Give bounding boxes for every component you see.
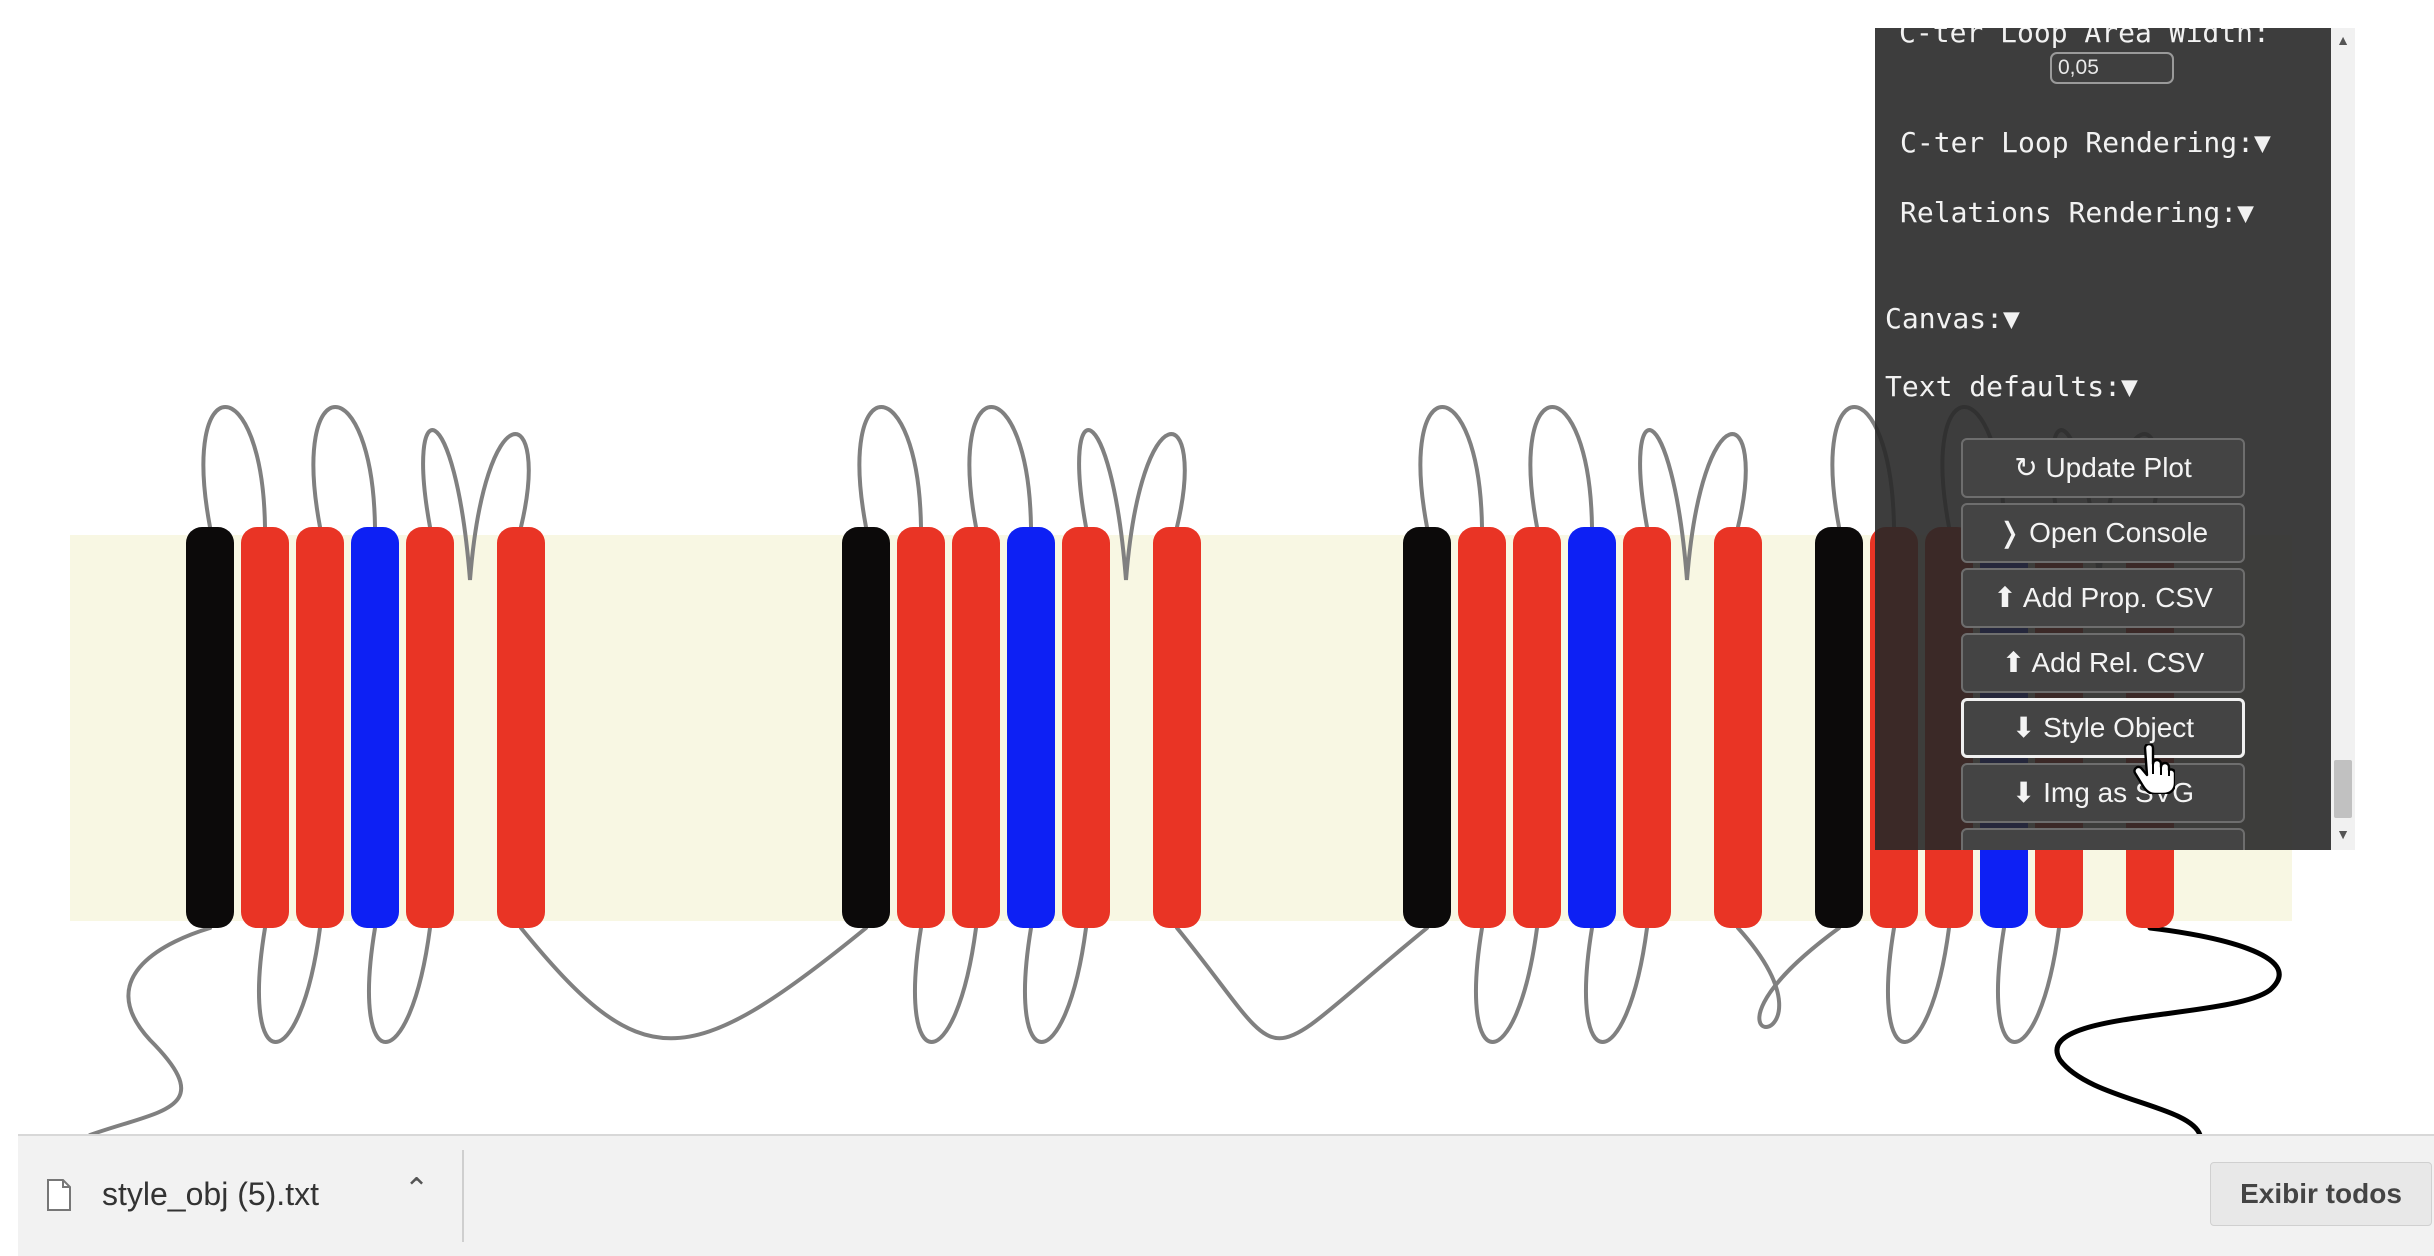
- settings-panel[interactable]: C-ter Loop Area Width: C-ter Loop Render…: [1875, 28, 2355, 850]
- canvas-toggle[interactable]: Canvas:▼: [1885, 302, 2020, 335]
- helix-blue: [351, 527, 399, 928]
- panel-scrollbar[interactable]: ▲ ▼: [2331, 28, 2355, 850]
- extracellular-loop: [857, 405, 923, 529]
- inter-group-loop: [1175, 926, 1429, 1041]
- inter-group-loop: [519, 926, 868, 1041]
- scroll-up-arrow-icon[interactable]: ▲: [2336, 32, 2350, 48]
- extracellular-loop: [967, 405, 1033, 529]
- add-prop-csv-button[interactable]: ⬆ Add Prop. CSV: [1961, 568, 2245, 628]
- helix-blue: [1568, 527, 1616, 928]
- intracellular-loop: [367, 926, 432, 1044]
- download-bar: style_obj (5).txt ⌃ Exibir todos: [18, 1134, 2434, 1256]
- chevron-up-icon[interactable]: ⌃: [404, 1173, 430, 1206]
- helix-red: [1153, 527, 1201, 928]
- helix-red: [1623, 527, 1671, 928]
- extracellular-loop: [1528, 405, 1594, 529]
- helix-red: [296, 527, 344, 928]
- extracellular-loop: [201, 405, 267, 529]
- relations-rendering-toggle[interactable]: Relations Rendering:▼: [1900, 196, 2255, 229]
- img-as-svg-button[interactable]: ⬇ Img as SVG: [1961, 763, 2245, 823]
- extracellular-loop: [311, 405, 377, 529]
- extracellular-loop: [421, 428, 531, 581]
- cter-loop-area-width-label: C-ter Loop Area Width:: [1899, 28, 2270, 49]
- scroll-thumb[interactable]: [2334, 760, 2352, 818]
- helix-red: [241, 527, 289, 928]
- inter-group-loop: [1736, 926, 1841, 1029]
- helix-black: [842, 527, 890, 928]
- helix-red: [406, 527, 454, 928]
- hand-pointer-icon: [2133, 744, 2175, 794]
- helix-red: [1513, 527, 1561, 928]
- download-file-name[interactable]: style_obj (5).txt: [102, 1176, 319, 1212]
- helix-red: [897, 527, 945, 928]
- intracellular-loop: [1023, 926, 1088, 1044]
- intracellular-loop: [913, 926, 978, 1044]
- extracellular-loop: [1077, 428, 1187, 581]
- update-plot-button[interactable]: ↻ Update Plot: [1961, 438, 2245, 498]
- cter-loop-area-width-input[interactable]: [2050, 52, 2174, 84]
- n-terminal-tail: [88, 926, 212, 1137]
- helix-red: [497, 527, 545, 928]
- show-all-button[interactable]: Exibir todos: [2210, 1162, 2432, 1226]
- helix-black: [1403, 527, 1451, 928]
- helix-blue: [1007, 527, 1055, 928]
- scroll-down-arrow-icon[interactable]: ▼: [2336, 826, 2350, 842]
- add-rel-csv-button[interactable]: ⬆ Add Rel. CSV: [1961, 633, 2245, 693]
- helix-red: [952, 527, 1000, 928]
- file-icon: [47, 1179, 71, 1211]
- next-panel-button[interactable]: [1961, 828, 2245, 850]
- helix-red: [1458, 527, 1506, 928]
- intracellular-loop: [1996, 926, 2061, 1044]
- intracellular-loop: [1474, 926, 1539, 1044]
- helix-black: [186, 527, 234, 928]
- style-object-button[interactable]: ⬇ Style Object: [1961, 698, 2245, 758]
- text-defaults-toggle[interactable]: Text defaults:▼: [1885, 370, 2138, 403]
- open-console-button[interactable]: ❭ Open Console: [1961, 503, 2245, 563]
- intracellular-loop: [257, 926, 322, 1044]
- extracellular-loop: [1418, 405, 1484, 529]
- helix-red: [1062, 527, 1110, 928]
- helix-black: [1815, 527, 1863, 928]
- c-terminal-tail: [2054, 925, 2282, 1138]
- download-separator: [462, 1150, 464, 1242]
- intracellular-loop: [1584, 926, 1649, 1044]
- extracellular-loop: [1638, 428, 1748, 581]
- helix-red: [1714, 527, 1762, 928]
- intracellular-loop: [1886, 926, 1951, 1044]
- cter-loop-rendering-toggle[interactable]: C-ter Loop Rendering:▼: [1900, 126, 2271, 159]
